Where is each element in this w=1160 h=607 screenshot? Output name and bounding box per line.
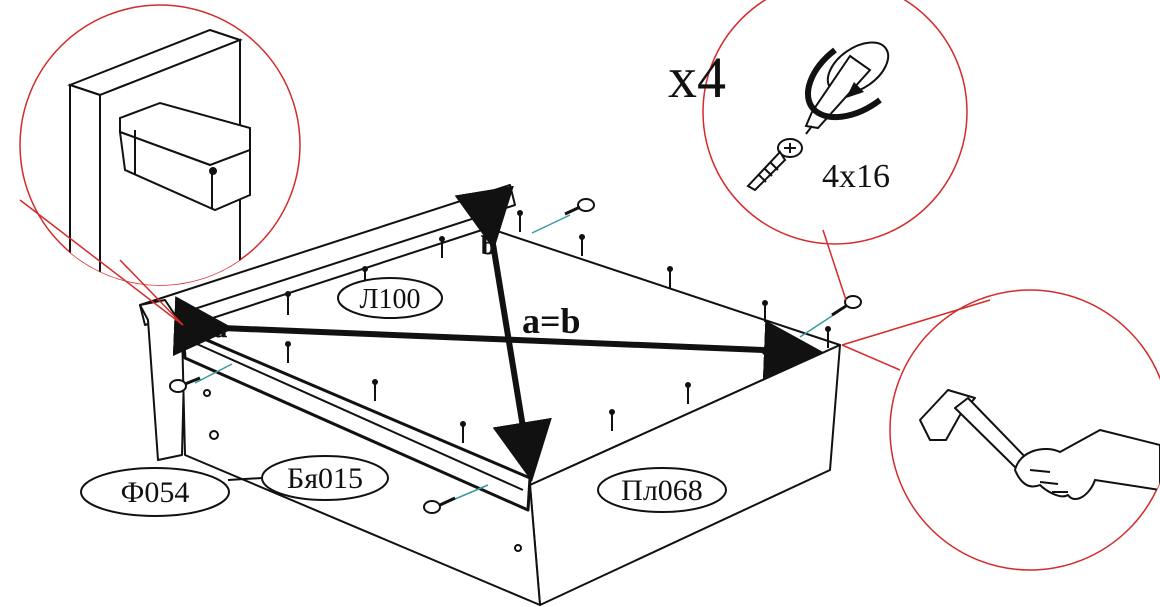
diagonal-equation: a=b bbox=[522, 301, 581, 341]
screw-icon bbox=[746, 138, 803, 192]
diagonal-b-arrow bbox=[454, 185, 552, 482]
part-label-rail-text: Бя015 bbox=[287, 462, 363, 495]
part-label-front-left-text: Ф054 bbox=[121, 476, 190, 509]
hammer-in-hand-icon bbox=[919, 389, 1160, 500]
fastener-quantity: x4 bbox=[668, 45, 726, 110]
part-label-top-text: Л100 bbox=[360, 284, 421, 315]
hammer-callout bbox=[841, 289, 1160, 571]
screw-icon bbox=[799, 295, 862, 338]
holes bbox=[203, 389, 522, 552]
nail-icon bbox=[667, 266, 673, 288]
diagonal-arrows bbox=[172, 185, 824, 482]
screw-icon bbox=[531, 198, 595, 234]
screw-size: 4x16 bbox=[822, 158, 890, 195]
diagonal-b-label: b bbox=[481, 231, 495, 260]
part-label-front-left: Ф054 bbox=[80, 467, 230, 517]
part-label-rail: Бя015 bbox=[261, 455, 389, 501]
detail-callout-left bbox=[19, 4, 301, 326]
part-label-top: Л100 bbox=[337, 277, 443, 319]
diagonal-a-label: a bbox=[214, 314, 227, 343]
nail-icon bbox=[517, 210, 523, 232]
fastener-callout: x4 4x16 bbox=[668, 0, 968, 301]
nail-icon bbox=[685, 382, 691, 404]
nail-icon bbox=[439, 236, 445, 258]
screw-icon bbox=[423, 484, 489, 514]
nail-icon bbox=[609, 409, 615, 431]
rotate-clockwise-icon bbox=[804, 47, 882, 121]
phillips-screwdriver-icon bbox=[804, 41, 890, 135]
nail-icon bbox=[579, 234, 585, 256]
nail-icon bbox=[825, 326, 831, 348]
part-label-right-text: Пл068 bbox=[621, 474, 703, 507]
part-label-right: Пл068 bbox=[597, 467, 727, 513]
